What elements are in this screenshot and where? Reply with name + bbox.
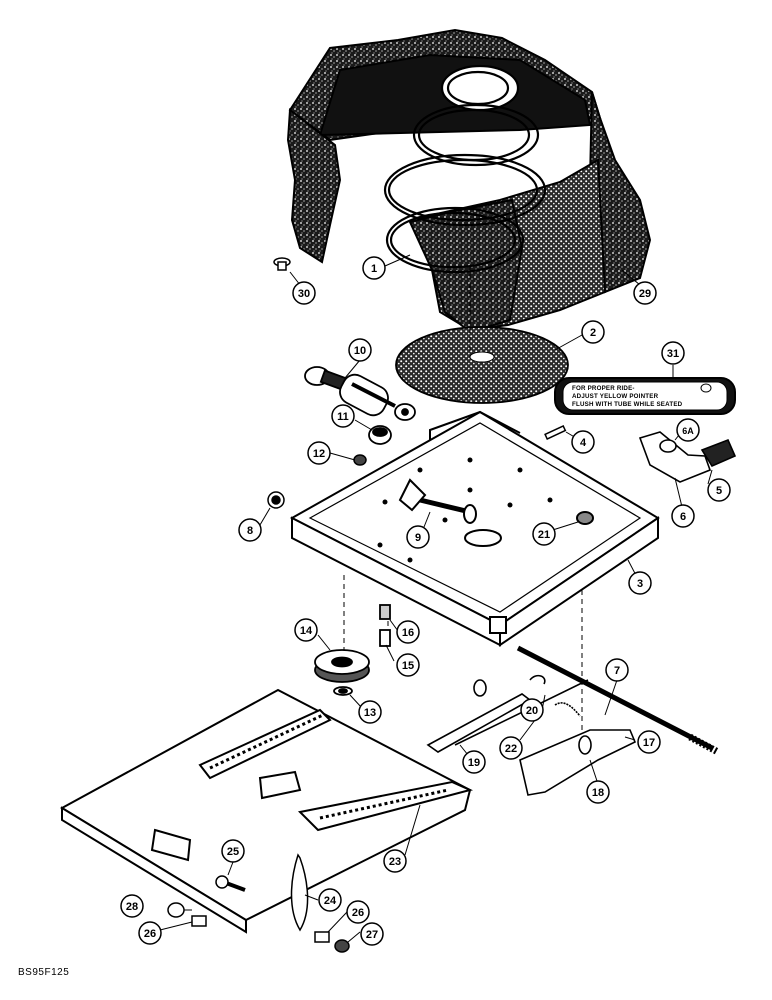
decal-line-3: FLUSH WITH TUBE WHILE SEATED [572,401,683,408]
callout-c10: 10 [348,338,372,362]
callout-label: 16 [402,627,414,639]
callout-c3: 3 [628,571,652,595]
callout-c27: 27 [360,922,384,946]
callout-label: 14 [300,625,313,637]
callout-c19: 19 [462,750,486,774]
callout-c24: 24 [318,888,342,912]
lower-hardware [167,853,350,953]
callout-c30: 30 [292,281,316,305]
callout-label: 22 [505,743,517,755]
callout-label: 2 [590,327,596,339]
callout-label: 4 [580,437,587,449]
foam-disc-hole [469,351,495,363]
callout-c7: 7 [605,658,629,682]
callout-c17: 17 [637,730,661,754]
callout-c15: 15 [396,653,420,677]
callout-label: 1 [371,263,377,275]
callout-label: 13 [364,707,376,719]
callout-label: 8 [247,525,253,537]
callout-label: 25 [227,846,239,858]
latch-rod [516,645,720,756]
decal-line-2: ADJUST YELLOW POINTER [572,393,659,400]
callout-c13: 13 [358,700,382,724]
callout-c31: 31 [661,341,685,365]
callout-c16: 16 [396,620,420,644]
callout-label: 24 [324,895,337,907]
callout-label: 17 [643,737,655,749]
callout-c14: 14 [294,618,318,642]
callout-label: 26 [144,928,156,940]
callout-label: 3 [637,578,643,590]
figure-code: BS95F125 [18,967,70,978]
decal-plate: FOR PROPER RIDE- ADJUST YELLOW POINTER F… [554,377,736,415]
callout-label: 18 [592,787,604,799]
callout-c8: 8 [238,518,262,542]
callout-label: 15 [402,660,414,672]
callout-c12: 12 [307,441,331,465]
callout-c11: 11 [331,404,355,428]
callout-c9: 9 [406,525,430,549]
callout-c26a: 26 [138,921,162,945]
callout-label: 30 [298,288,310,300]
slide-base-plate [59,688,474,934]
handle-lever [638,431,737,483]
callout-c6: 6 [671,504,695,528]
callout-label: 12 [313,448,325,460]
callout-label: 21 [538,529,550,541]
callout-label: 5 [716,485,722,497]
roller-assembly [314,604,391,696]
callout-label: 6 [680,511,686,523]
callout-c22: 22 [499,736,523,760]
decal-line-1: FOR PROPER RIDE- [572,385,635,392]
shock-absorber [304,366,416,445]
callout-label: 20 [526,705,538,717]
callout-c25: 25 [221,839,245,863]
callout-c20: 20 [520,698,544,722]
foam-disc [395,326,569,404]
callout-label: 29 [639,288,651,300]
callout-label: 10 [354,345,366,357]
callout-c28: 28 [120,894,144,918]
callout-c1: 1 [362,256,386,280]
callout-c18: 18 [586,780,610,804]
callout-label: 31 [667,348,679,360]
callout-label: 28 [126,901,138,913]
callout-c6a: 6A [676,418,700,442]
callout-label: 23 [389,856,401,868]
small-hardware [267,424,567,509]
callout-label: 11 [337,411,349,423]
callout-c2: 2 [581,320,605,344]
callout-c21: 21 [532,522,556,546]
callout-label: 19 [468,757,480,769]
seat-base-pan [289,410,660,647]
callout-c5: 5 [707,478,731,502]
callout-label: 9 [415,532,421,544]
callout-label: 27 [366,929,378,941]
coil-spring [383,64,547,274]
plug [273,257,291,271]
callout-c4: 4 [571,430,595,454]
callout-c26b: 26 [346,900,370,924]
callout-label: 26 [352,907,364,919]
callout-c23: 23 [383,849,407,873]
latch-levers [426,674,637,796]
callout-label: 7 [614,665,620,677]
callout-c29: 29 [633,281,657,305]
callout-label: 6A [682,426,694,436]
